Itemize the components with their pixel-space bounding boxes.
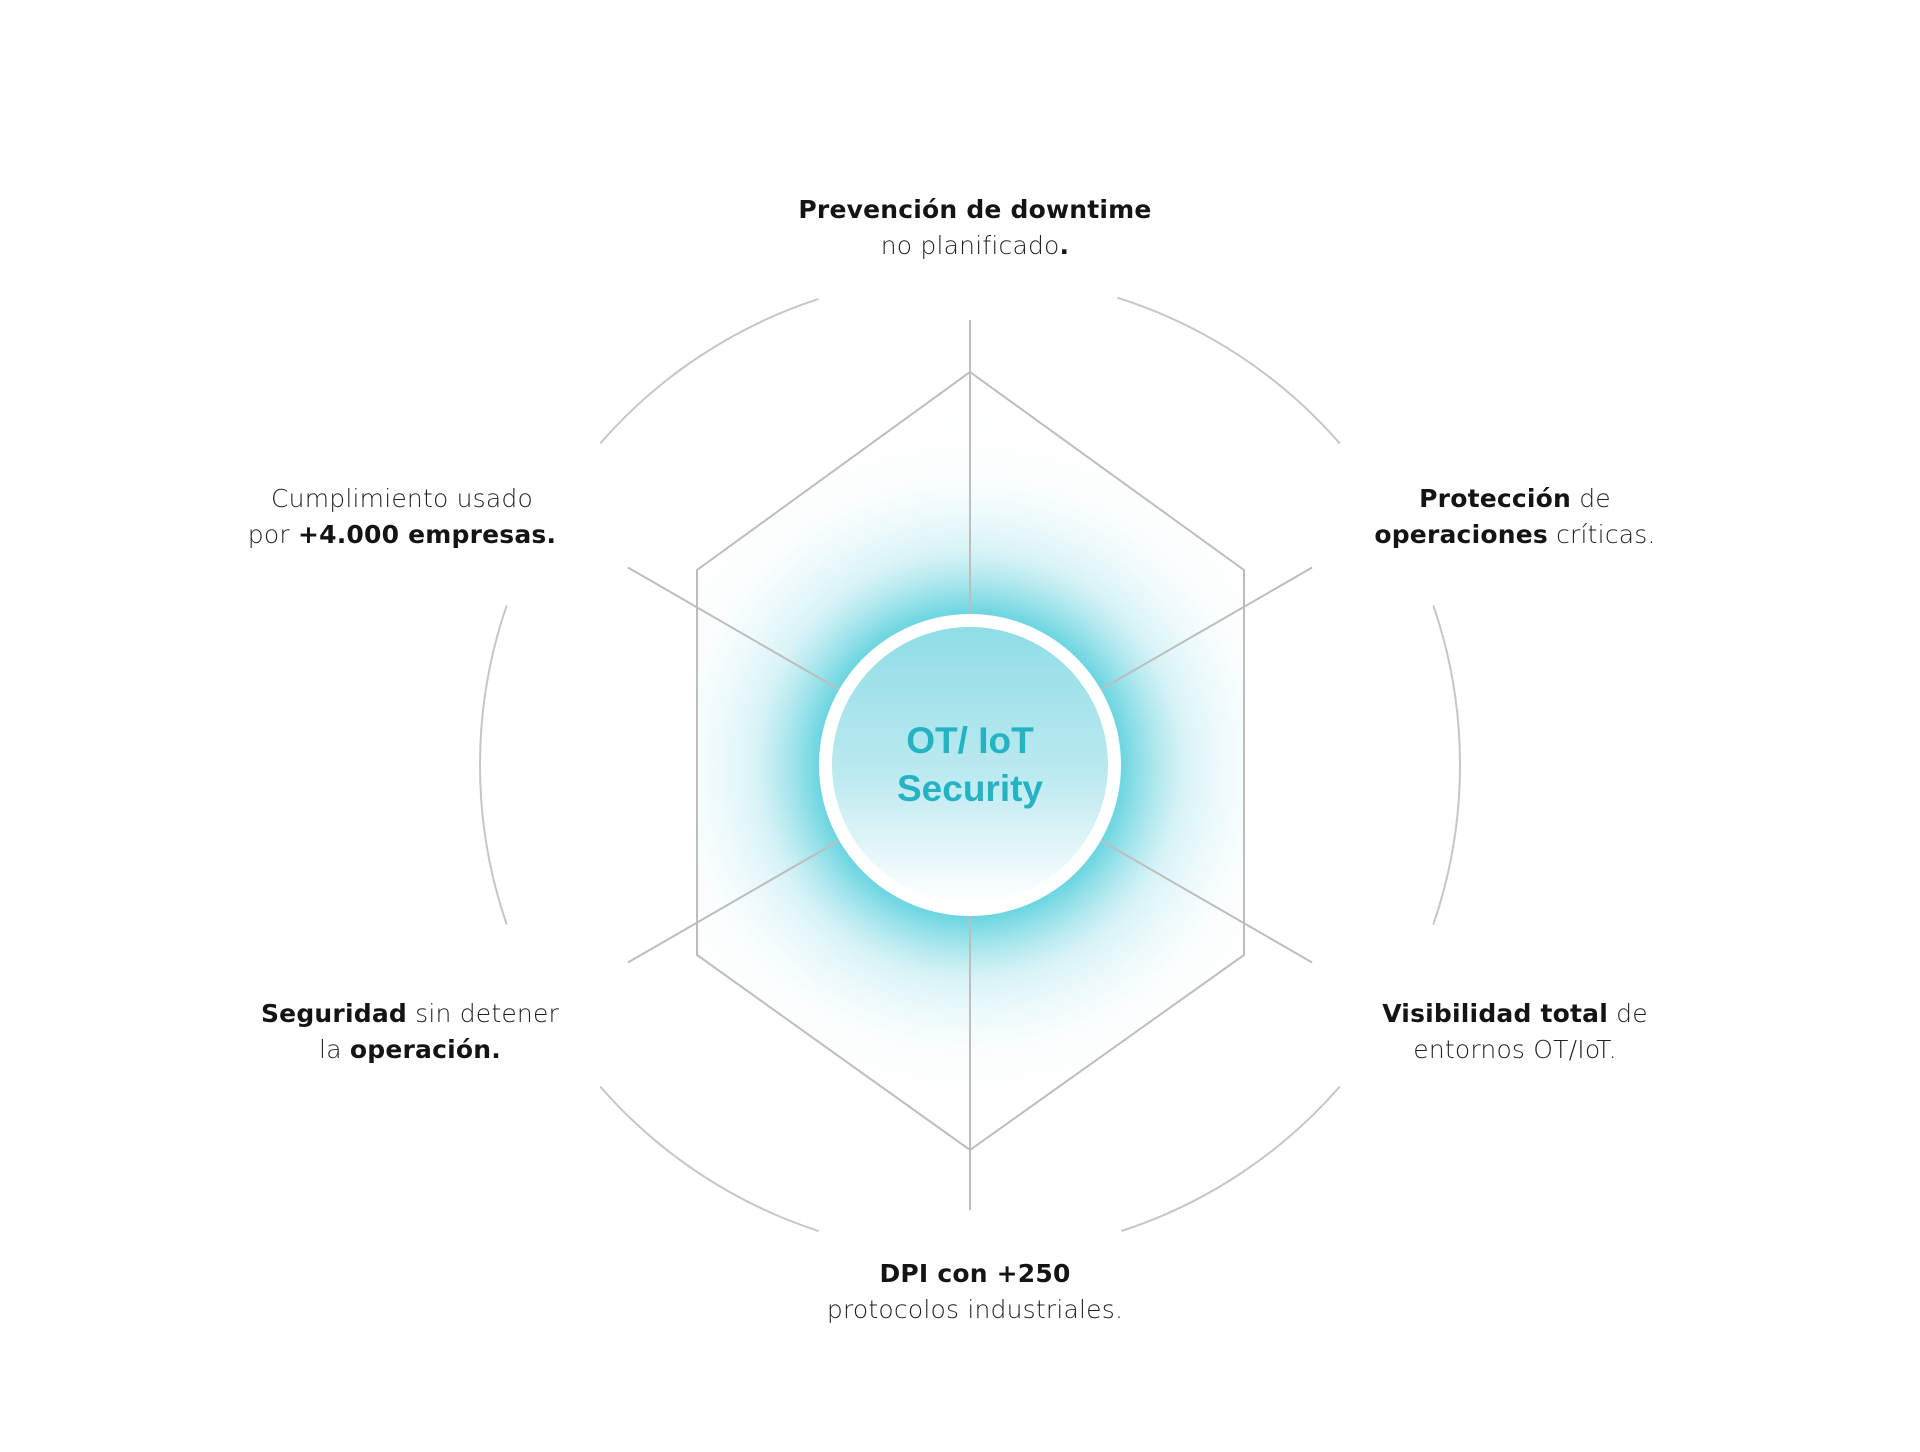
hexagon-outline [696, 370, 1245, 1152]
spoke-line [627, 566, 840, 691]
text-run: . [1059, 231, 1070, 260]
outer-arc [1121, 1085, 1341, 1232]
text-run: no planificado [880, 231, 1060, 260]
benefit-bottom-line2: protocolos industriales. [755, 1292, 1195, 1328]
outer-arc [479, 605, 508, 925]
benefit-bottom-left: Seguridad sin detener la operación. [190, 996, 630, 1068]
benefit-bottom-left-line2: la operación. [190, 1032, 630, 1068]
benefit-top-right-line2: operaciones críticas. [1295, 517, 1735, 553]
outer-arc [1432, 605, 1461, 925]
spoke-line [1100, 839, 1313, 964]
benefit-bottom-right-line1: Visibilidad total de [1295, 996, 1735, 1032]
benefit-top-right: Protección de operaciones críticas. [1295, 481, 1735, 553]
outer-arc [1117, 296, 1341, 445]
text-run: de [1571, 484, 1611, 513]
text-run: la [319, 1035, 350, 1064]
text-run: protocolos industriales. [826, 1295, 1124, 1324]
benefit-bottom-right-line2: entornos OT/IoT. [1295, 1032, 1735, 1068]
benefit-bottom-left-line1: Seguridad sin detener [190, 996, 630, 1032]
benefit-bottom-right: Visibilidad total de entornos OT/IoT. [1295, 996, 1735, 1068]
spoke-line [627, 839, 840, 964]
benefit-top-left-line2: por +4.000 empresas. [182, 517, 622, 553]
benefit-top-line1: Prevención de downtime [755, 192, 1195, 228]
text-run: Prevención de downtime [798, 195, 1152, 224]
text-run: operación. [349, 1035, 501, 1064]
benefit-bottom-line1: DPI con +250 [755, 1256, 1195, 1292]
benefit-top-left-line1: Cumplimiento usado [182, 481, 622, 517]
text-run: entornos OT/IoT. [1413, 1035, 1617, 1064]
text-run: por [247, 520, 298, 549]
center-circle [832, 627, 1108, 903]
spoke-line [1100, 566, 1313, 691]
text-run: Visibilidad total [1382, 999, 1608, 1028]
text-run: críticas. [1547, 520, 1656, 549]
text-run: DPI con +250 [879, 1259, 1071, 1288]
benefit-top-right-line1: Protección de [1295, 481, 1735, 517]
center-title: OT/ IoT Security [820, 615, 1120, 915]
benefit-top-line2: no planificado. [755, 228, 1195, 264]
outer-arc [599, 298, 819, 445]
benefit-top-left: Cumplimiento usado por +4.000 empresas. [182, 481, 622, 553]
outer-arc [599, 1085, 819, 1232]
text-run: operaciones [1374, 520, 1548, 549]
benefit-top: Prevención de downtime no planificado. [755, 192, 1195, 264]
text-run: sin detener [406, 999, 560, 1028]
center-title-line1: OT/ IoT [906, 720, 1034, 761]
text-run: Protección [1419, 484, 1572, 513]
center-title-line2: Security [896, 768, 1043, 809]
text-run: +4.000 empresas. [297, 520, 557, 549]
benefit-bottom: DPI con +250 protocolos industriales. [755, 1256, 1195, 1328]
text-run: Seguridad [260, 999, 407, 1028]
text-run: Cumplimiento usado [271, 484, 533, 513]
text-run: de [1608, 999, 1648, 1028]
